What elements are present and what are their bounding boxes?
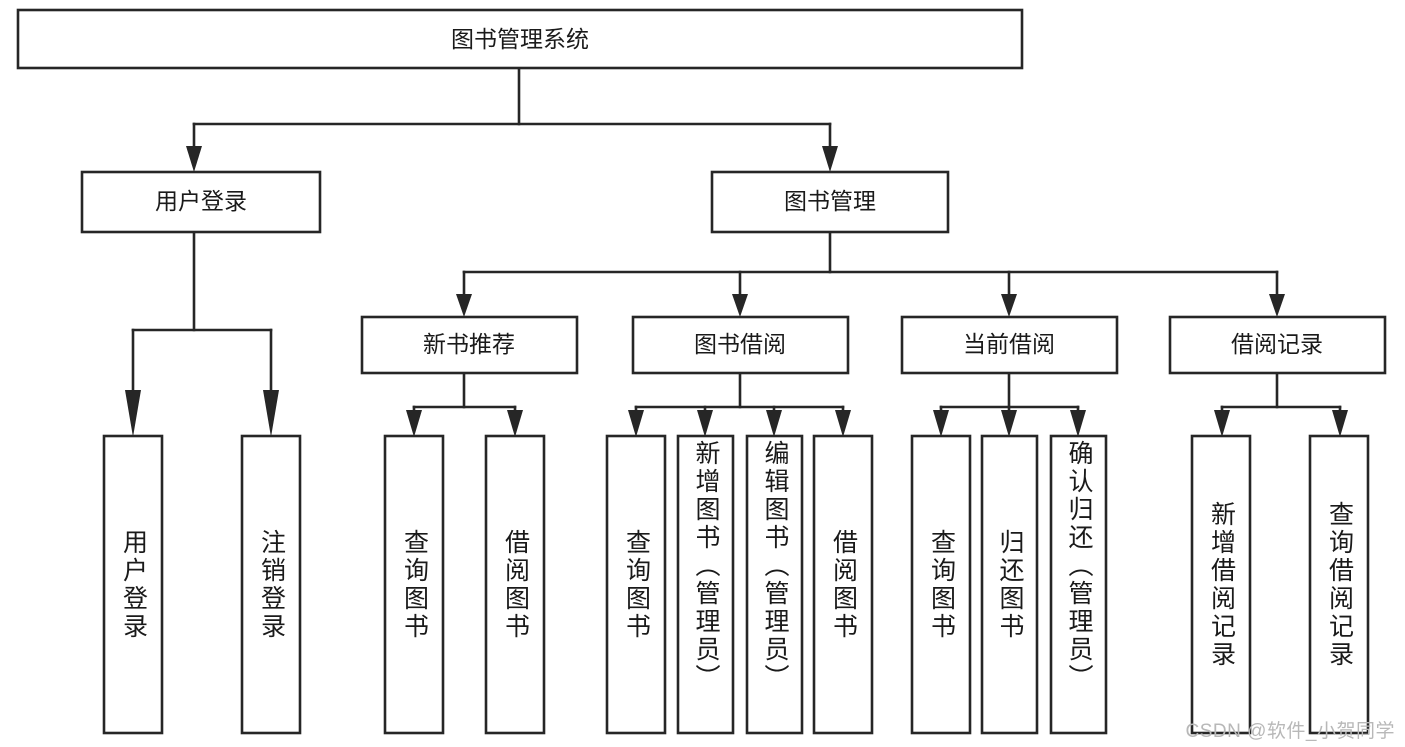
arrow-head-leaf-confirm-return (1070, 410, 1086, 437)
arrow-head-leaf-edit-book (766, 410, 782, 437)
arrow-head-leaf-borrow-book-2 (835, 410, 851, 437)
node-current-borrow[interactable]: 当前借阅 (900, 315, 1119, 375)
leaf-box-leaf-add-book[interactable] (676, 434, 735, 735)
arrow-head-book-manage (822, 146, 838, 172)
arrow-head-leaf-return-book (1001, 410, 1017, 437)
connector-group-current-borrow (933, 371, 1086, 437)
node-label-book-manage: 图书管理 (784, 188, 876, 214)
leaf-box-leaf-logout-login[interactable] (240, 434, 302, 735)
node-borrow-record[interactable]: 借阅记录 (1168, 315, 1387, 375)
node-label-user-login: 用户登录 (155, 188, 247, 214)
leaf-box-leaf-edit-book[interactable] (745, 434, 804, 735)
arrow-head-leaf-logout-login (263, 390, 279, 437)
leaf-box-leaf-borrow-book-2[interactable] (812, 434, 874, 735)
leaf-box-leaf-borrow-book-1[interactable] (484, 434, 546, 735)
node-label-root: 图书管理系统 (451, 26, 589, 52)
node-new-book-recommend[interactable]: 新书推荐 (360, 315, 579, 375)
node-book-manage[interactable]: 图书管理 (710, 170, 950, 234)
node-box-user-login[interactable] (80, 170, 322, 234)
connector-group-book-borrow (628, 371, 851, 437)
node-box-borrow-record[interactable] (1168, 315, 1387, 375)
node-book-borrow[interactable]: 图书借阅 (631, 315, 850, 375)
arrow-head-leaf-query-book-2 (628, 410, 644, 437)
connector-group-user-login (125, 230, 279, 437)
leaf-box-leaf-return-book[interactable] (980, 434, 1039, 735)
connector-group-borrow-record (1214, 371, 1348, 437)
leaf-box-leaf-query-book-2[interactable] (605, 434, 667, 735)
arrow-head-current-borrow (1001, 294, 1017, 317)
node-box-book-manage[interactable] (710, 170, 950, 234)
connector-group-book-manage (456, 230, 1285, 317)
arrow-head-leaf-user-login (125, 390, 141, 437)
arrow-head-leaf-borrow-book-1 (507, 410, 523, 437)
connector-group-root (186, 66, 838, 172)
leaf-box-leaf-query-record[interactable] (1308, 434, 1370, 735)
node-label-new-book-recommend: 新书推荐 (423, 331, 515, 357)
node-box-root[interactable] (16, 8, 1024, 70)
arrow-head-leaf-query-book-3 (933, 410, 949, 437)
arrow-head-leaf-add-book (697, 410, 713, 437)
node-label-book-borrow: 图书借阅 (694, 331, 786, 357)
watermark-text: CSDN @软件_小贺同学 (1185, 721, 1395, 742)
node-label-current-borrow: 当前借阅 (963, 331, 1055, 357)
node-root[interactable]: 图书管理系统 (16, 8, 1024, 70)
leaf-box-leaf-query-book-1[interactable] (383, 434, 445, 735)
node-box-new-book-recommend[interactable] (360, 315, 579, 375)
arrow-head-leaf-add-record (1214, 410, 1230, 437)
arrow-head-user-login (186, 146, 202, 172)
connector-group-new-book-recommend (406, 371, 523, 437)
arrow-head-borrow-record (1269, 294, 1285, 317)
leaf-boxes (102, 434, 1370, 735)
node-label-borrow-record: 借阅记录 (1231, 331, 1323, 357)
arrow-head-book-borrow (732, 294, 748, 317)
leaf-box-leaf-add-record[interactable] (1190, 434, 1252, 735)
leaf-box-leaf-confirm-return[interactable] (1049, 434, 1108, 735)
arrow-head-leaf-query-record (1332, 410, 1348, 437)
arrow-head-leaf-query-book-1 (406, 410, 422, 437)
node-box-current-borrow[interactable] (900, 315, 1119, 375)
node-user-login[interactable]: 用户登录 (80, 170, 322, 234)
node-box-book-borrow[interactable] (631, 315, 850, 375)
leaf-box-leaf-query-book-3[interactable] (910, 434, 972, 735)
arrow-head-new-book-recommend (456, 294, 472, 317)
leaf-box-leaf-user-login[interactable] (102, 434, 164, 735)
